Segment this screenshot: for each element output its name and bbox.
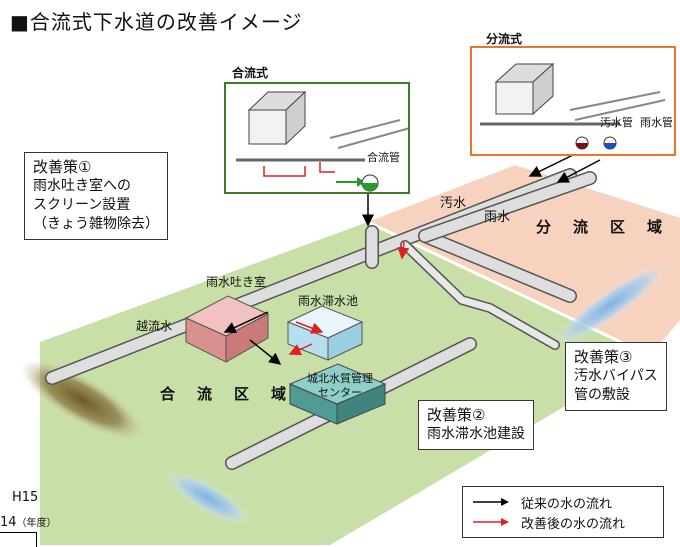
rain-outlet-chamber-label: 雨水吐き室 — [206, 275, 267, 289]
separate-box-label: 分流式 — [486, 32, 523, 46]
legend-arrow-black-icon — [473, 498, 509, 506]
measure-2-callout: 改善策② 雨水滞水池建設 — [418, 400, 534, 450]
retention-pond-label: 雨水滞水池 — [298, 294, 359, 308]
combined-house-illustration — [236, 90, 411, 192]
separate-house-illustration — [480, 62, 666, 150]
separate-area-label: 分流区域 — [536, 218, 680, 236]
page-title: ■合流式下水道の改善イメージ — [10, 10, 303, 34]
combined-system-box — [224, 82, 410, 194]
measure-3-line: 管の敷設 — [574, 387, 630, 403]
separate-system-box — [470, 46, 676, 156]
measure-1-line: スクリーン設置 — [33, 197, 131, 213]
treatment-center-line: センター — [318, 386, 362, 399]
combined-pipe-label: 合流管 — [367, 151, 400, 164]
conventional-flow-arrows — [223, 154, 601, 365]
measure-1-callout: 改善策① 雨水吐き室への スクリーン設置 （きょう雑物除去） — [24, 152, 168, 240]
rain-outlet-chamber — [184, 295, 270, 363]
combined-area-label: 合流区域 — [160, 385, 309, 403]
combined-box-label: 合流式 — [232, 66, 269, 80]
year-note-line1: H15 — [12, 490, 39, 505]
area-boundary — [367, 220, 651, 358]
year-note-box-fragment — [0, 532, 37, 547]
retention-pond — [286, 305, 364, 361]
measure-2-title: 改善策② — [427, 406, 486, 424]
legend-row-improved: 改善後の水の流れ — [471, 513, 661, 532]
year-note-unit: （年度） — [16, 518, 57, 529]
measure-1-line: 雨水吐き室への — [33, 178, 131, 194]
legend: 従来の水の流れ 改善後の水の流れ — [462, 486, 664, 538]
rain-pipe-label: 雨水管 — [640, 116, 673, 129]
river-blue-right — [552, 263, 668, 347]
year-note-line2: 14（年度） — [0, 511, 57, 530]
river-blue-bottom — [165, 471, 251, 525]
legend-label: 改善後の水の流れ — [521, 517, 626, 532]
improved-flow-arrows — [288, 241, 410, 356]
treatment-center-line: 城北水質管理 — [307, 372, 373, 385]
year-note-value: 14 — [0, 515, 17, 530]
sewage-label: 汚水 — [440, 196, 467, 211]
legend-arrow-red-icon — [473, 518, 509, 526]
measure-3-title: 改善策③ — [574, 348, 633, 366]
overflow-label: 越流水 — [136, 319, 173, 333]
rain-label: 雨水 — [484, 210, 511, 225]
treatment-center-label: 城北水質管理 センター — [296, 372, 384, 400]
legend-row-conventional: 従来の水の流れ — [471, 493, 661, 512]
measure-3-callout: 改善策③ 汚水バイパス 管の敷設 — [565, 342, 667, 411]
measure-1-line: （きょう雑物除去） — [33, 216, 159, 232]
measure-3-line: 汚水バイパス — [574, 368, 658, 384]
treatment-center — [288, 363, 387, 425]
sewage-pipe-label: 汚水管 — [600, 116, 633, 129]
legend-label: 従来の水の流れ — [521, 497, 613, 512]
measure-2-line: 雨水滞水池建設 — [427, 426, 525, 442]
measure-1-title: 改善策① — [33, 158, 92, 176]
